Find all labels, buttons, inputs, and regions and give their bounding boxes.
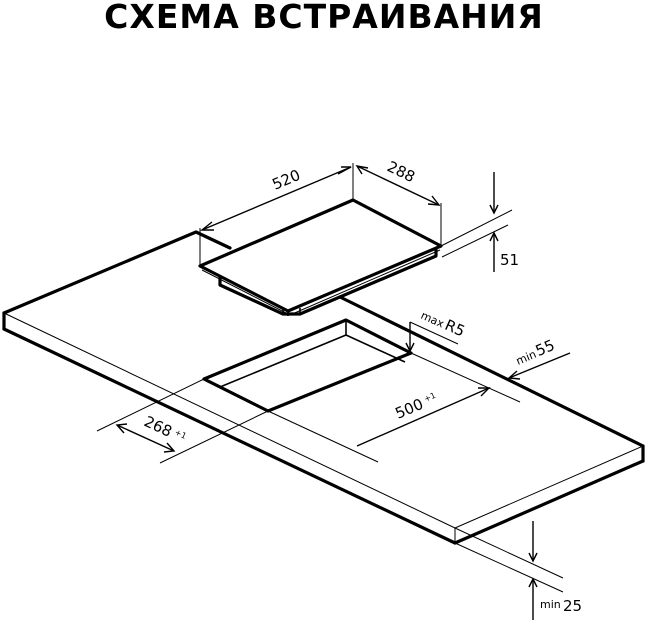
cutout-width-tolerance: +1	[423, 391, 437, 404]
dimension-hob-width: 520	[199, 163, 354, 266]
back-clearance-prefix: min	[514, 348, 538, 368]
cutout-depth-value: 268	[141, 412, 175, 440]
cutout-depth-tolerance: +1	[173, 428, 187, 441]
dimension-countertop-thickness: min 25	[454, 521, 582, 620]
dimension-cutout-width: 500 +1	[267, 352, 521, 463]
page-title: СХЕМА ВСТРАИВАНИЯ	[104, 0, 544, 36]
corner-radius-value: R5	[442, 316, 468, 341]
thickness-prefix: min	[540, 598, 561, 611]
dimension-hob-depth: 288	[355, 157, 442, 246]
hob-height-label: 51	[500, 251, 519, 269]
thickness-value: 25	[563, 597, 582, 615]
dimension-back-clearance: min 55	[507, 336, 571, 380]
hob	[198, 198, 443, 316]
dimension-hob-height: 51	[440, 172, 519, 272]
countertop	[2, 230, 645, 545]
dimension-cutout-depth: 268 +1	[96, 378, 269, 464]
cutout	[202, 318, 413, 413]
